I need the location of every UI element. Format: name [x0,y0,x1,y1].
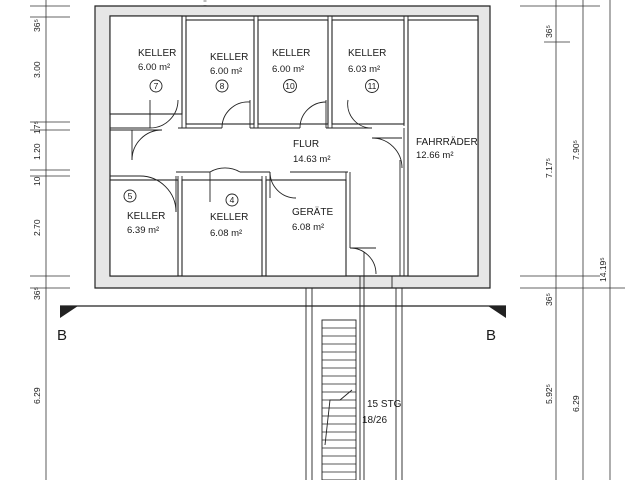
dimension-label: 17⁵ [32,121,42,134]
fahrraeder-partition [399,128,405,276]
dimension-label: 10 [32,176,42,186]
dimension-label: 36⁵ [32,287,42,300]
room-area: 6.08 m² [292,222,324,233]
section-line [60,305,506,318]
stair-ratio: 18/26 [362,415,387,426]
dimension-label: 36⁵ [32,19,42,32]
room-keller-4 [181,179,263,277]
room-area: 6.00 m² [138,62,170,73]
stair-arrow [324,389,353,446]
room-area: 6.00 m² [272,64,304,75]
room-area: 6.00 m² [210,66,242,77]
stairwell [305,252,403,480]
room-area: 6.08 m² [210,228,242,239]
room-name: KELLER [210,212,248,223]
stair-count: 15 STG [367,399,402,410]
room-area: 6.39 m² [127,225,159,236]
room-number: 5 [128,191,133,201]
room-number: 8 [220,81,225,91]
dimension-label: 36⁵ [544,293,554,306]
room-name: KELLER [127,211,165,222]
dimension-label: 1.20 [32,143,42,160]
room-area: 6.03 m² [348,64,380,75]
room-fahrraeder [407,19,479,277]
room-number: 7 [154,81,159,91]
dimension-label: 7.90⁵ [571,140,581,160]
room-number-circle [283,79,297,93]
dimension-label: 7.17⁵ [544,158,554,178]
room-name: KELLER [272,48,310,59]
stair-treads [322,327,356,473]
room-number-circle [123,189,137,203]
dimension-label: 6.29 [571,395,581,412]
section-label-left: B [57,327,67,344]
dimension-label: 14.19⁵ [598,257,608,282]
room-number-circle [215,79,229,93]
room-keller-10 [257,19,329,125]
dimension-label: 36⁵ [544,25,554,38]
room-keller-11 [331,19,405,125]
top-partitions [110,16,409,129]
room-geraete [265,179,347,277]
dimension-label: 3.00 [32,61,42,78]
room-number-circle [365,79,379,93]
room-number: 11 [368,81,377,91]
room-name: FAHRRÄDER [416,136,478,148]
room-name: KELLER [138,48,176,59]
room-number-circle [225,193,239,207]
dimension-label: 6.29 [32,387,42,404]
room-name: KELLER [348,48,386,59]
room-name: FLUR [293,139,319,150]
dimension-label: 2.70 [32,219,42,236]
room-keller-7 [109,15,183,115]
door-swings [131,99,403,275]
room-name: GERÄTE [292,206,333,218]
room-area: 12.66 m² [416,150,454,161]
right-dimension-chain [520,0,625,480]
room-keller-5 [109,179,179,277]
left-dimension-chain [30,0,70,480]
section-label-right: B [486,327,496,344]
room-number: 4 [230,195,235,205]
room-area: 14.63 m² [293,154,331,165]
dimension-label: 5.92⁵ [544,384,554,404]
room-number-circle [149,79,163,93]
room-name: KELLER [210,52,248,63]
room-number: 10 [285,81,295,91]
